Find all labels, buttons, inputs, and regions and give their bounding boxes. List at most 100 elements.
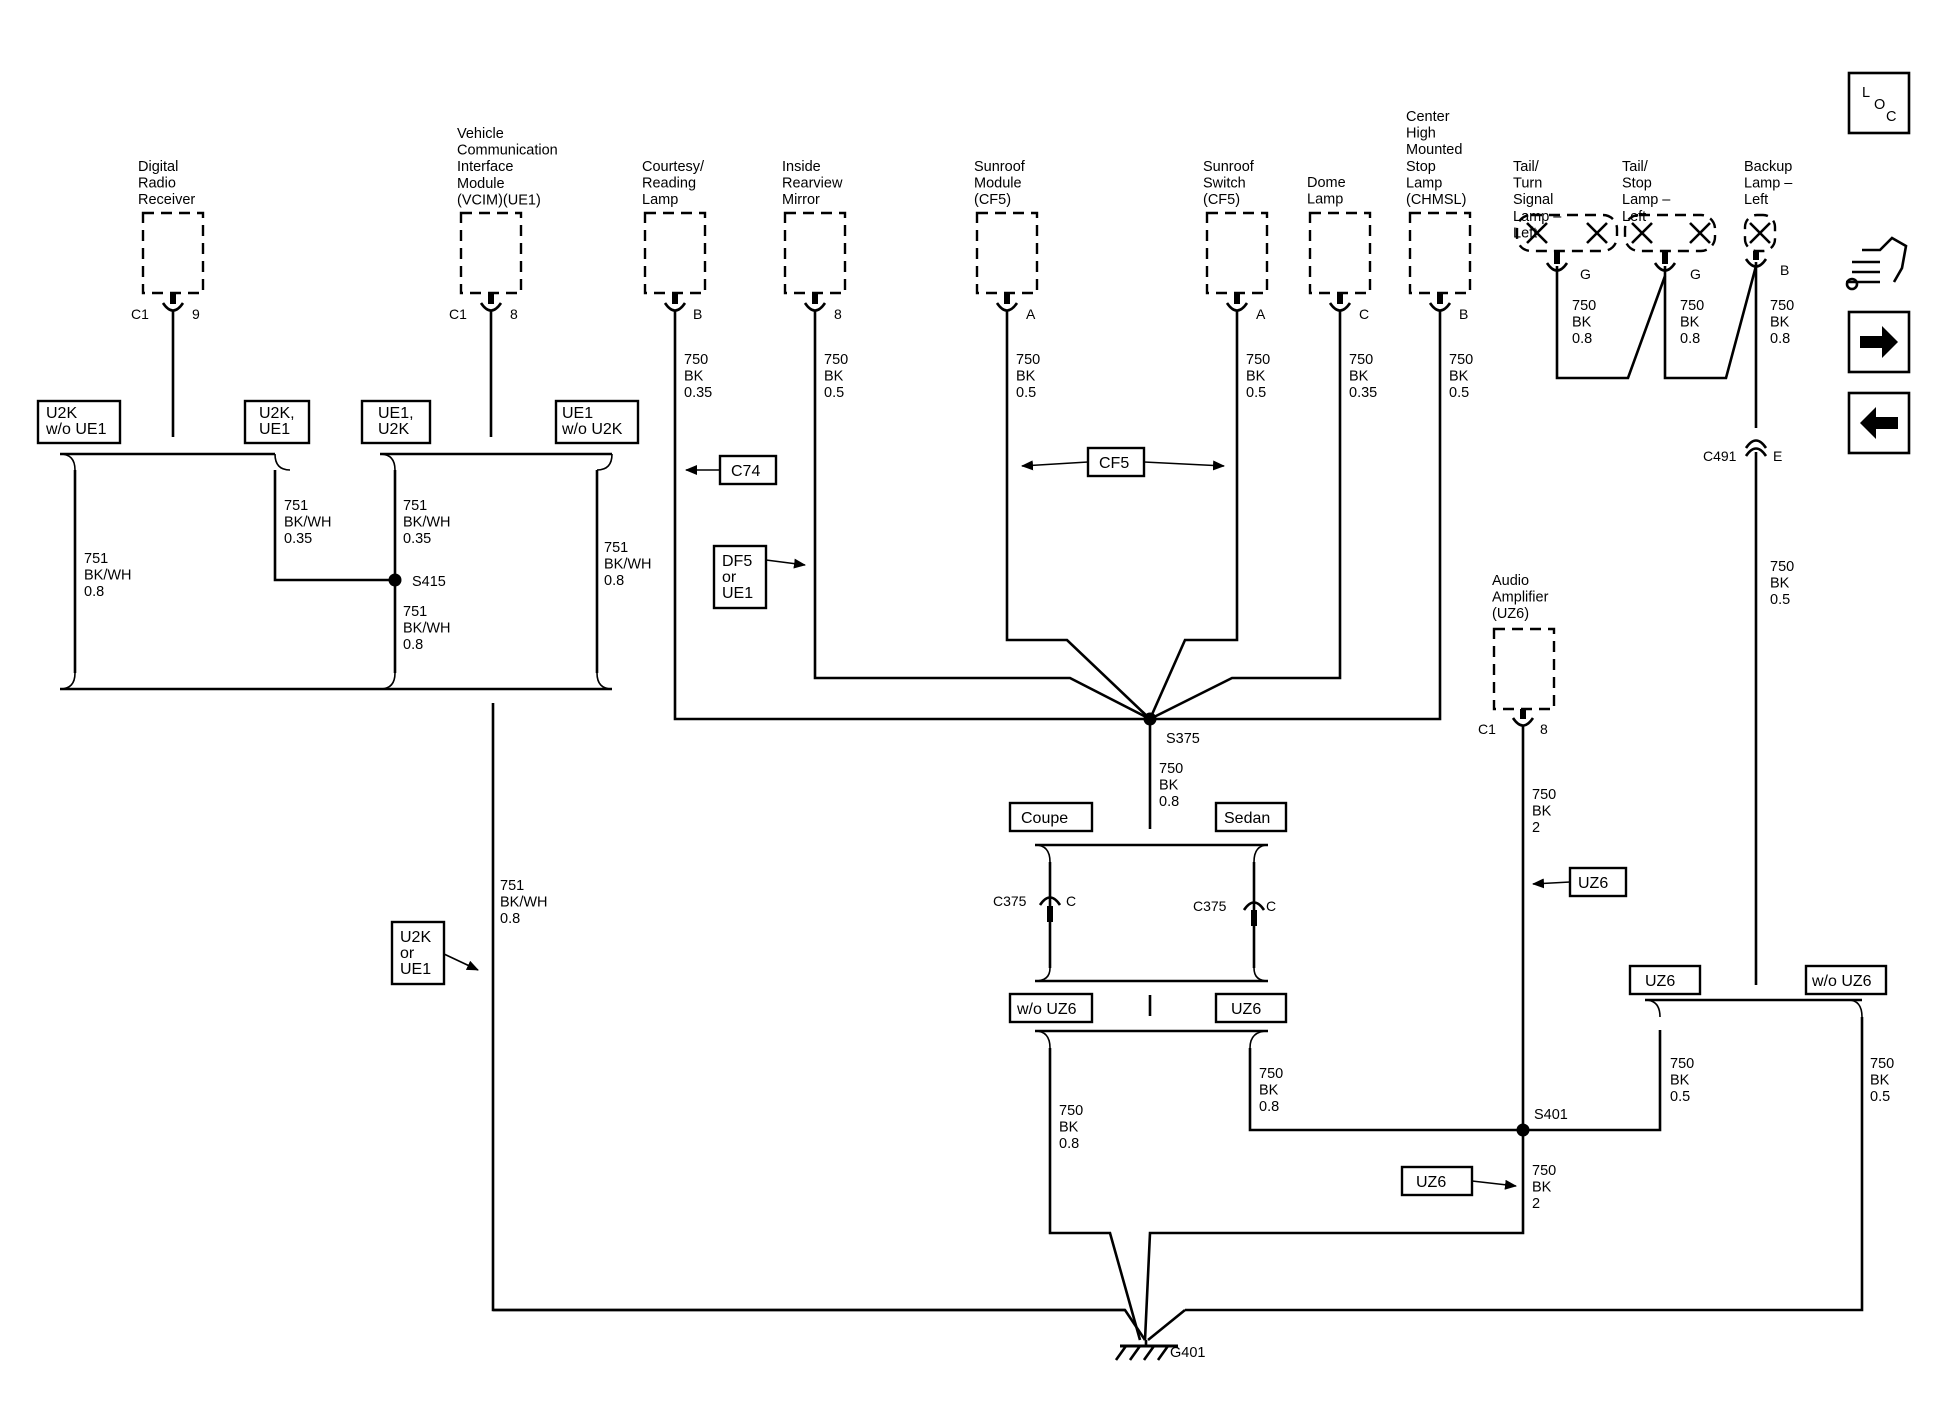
text-line: Sunroof <box>974 159 1026 175</box>
text-line: BK/WH <box>284 515 332 531</box>
text-line: BK <box>1532 1180 1552 1196</box>
svg-text:G: G <box>1580 266 1591 282</box>
option-tag-wo-uz6-right[interactable]: w/o UZ6 <box>1804 964 1888 996</box>
arrow-left-icon[interactable] <box>1847 391 1911 455</box>
text-line: Stop <box>1406 159 1436 175</box>
text-line: Tail/ <box>1513 159 1540 175</box>
loc-letter-l: L <box>1862 85 1870 101</box>
text-line: BK <box>1870 1073 1890 1089</box>
option-tag-uz6-center[interactable]: UZ6 <box>1214 992 1288 1024</box>
text-line: 751 <box>403 604 427 620</box>
text-line: DF5 <box>722 553 752 570</box>
text-line: BK <box>1770 315 1790 331</box>
text-line: 0.5 <box>1770 592 1790 608</box>
text-line: 0.5 <box>1246 385 1266 401</box>
text-line: 750 <box>1670 1056 1694 1072</box>
text-line: 750 <box>1246 352 1270 368</box>
svg-text:8: 8 <box>834 306 842 322</box>
text-line: or <box>722 569 737 586</box>
text-line: Center <box>1406 109 1450 125</box>
option-tag-uz6-right[interactable]: UZ6 <box>1628 964 1702 996</box>
text-line: Rearview <box>782 176 843 192</box>
svg-text:Sedan: Sedan <box>1224 810 1270 827</box>
option-tag-u2k-ue1[interactable]: U2K,UE1 <box>243 399 311 445</box>
option-tag-wo-uz6-center[interactable]: w/o UZ6 <box>1008 992 1094 1024</box>
text-line: U2K <box>378 421 409 438</box>
text-line: Module <box>457 176 505 192</box>
text-line: BK/WH <box>84 568 132 584</box>
text-line: 750 <box>1532 1163 1556 1179</box>
option-tag-coupe[interactable]: Coupe <box>1008 801 1094 833</box>
option-tag-sedan[interactable]: Sedan <box>1214 801 1288 833</box>
svg-text:8: 8 <box>1540 721 1548 737</box>
option-tag-c74[interactable]: C74 <box>685 454 778 486</box>
text-line: 0.35 <box>284 531 312 547</box>
svg-text:C74: C74 <box>731 463 760 480</box>
text-line: Switch <box>1203 176 1246 192</box>
splice-s415-dot <box>388 573 402 587</box>
text-line: Lamp <box>642 192 678 208</box>
svg-text:C491: C491 <box>1703 448 1737 464</box>
splice-s415-label: S415 <box>412 574 446 590</box>
text-line: 0.5 <box>1870 1089 1890 1105</box>
text-line: UE1, <box>378 405 414 422</box>
text-line: 0.8 <box>1259 1099 1279 1115</box>
text-line: 750 <box>1449 352 1473 368</box>
text-line: Left <box>1744 192 1768 208</box>
text-line: BK <box>1016 369 1036 385</box>
text-line: Signal <box>1513 192 1553 208</box>
wrench-car-icon[interactable] <box>1845 236 1908 291</box>
svg-text:C: C <box>1266 898 1276 914</box>
text-line: Sunroof <box>1203 159 1255 175</box>
arrow-right-icon[interactable] <box>1847 310 1911 374</box>
text-line: U2K <box>46 405 77 422</box>
text-line: Dome <box>1307 175 1346 191</box>
text-line: 0.8 <box>1059 1136 1079 1152</box>
option-tag-uz6-amp[interactable]: UZ6 <box>1532 866 1628 898</box>
option-tag-cf5[interactable]: CF5 <box>1021 446 1225 478</box>
text-line: Module <box>974 176 1022 192</box>
text-line: (CF5) <box>974 192 1011 208</box>
text-line: BK <box>1159 778 1179 794</box>
option-tag-uz6-lower[interactable]: UZ6 <box>1400 1165 1517 1197</box>
text-line: BK/WH <box>604 557 652 573</box>
text-line: 750 <box>684 352 708 368</box>
location-icon[interactable]: L O C <box>1847 71 1911 135</box>
svg-text:G: G <box>1690 266 1701 282</box>
text-line: BK/WH <box>500 895 548 911</box>
option-tag-ue1-u2k[interactable]: UE1,U2K <box>360 399 432 445</box>
text-line: 0.8 <box>84 584 104 600</box>
loc-letter-c: C <box>1886 109 1896 125</box>
text-line: 0.8 <box>1770 331 1790 347</box>
